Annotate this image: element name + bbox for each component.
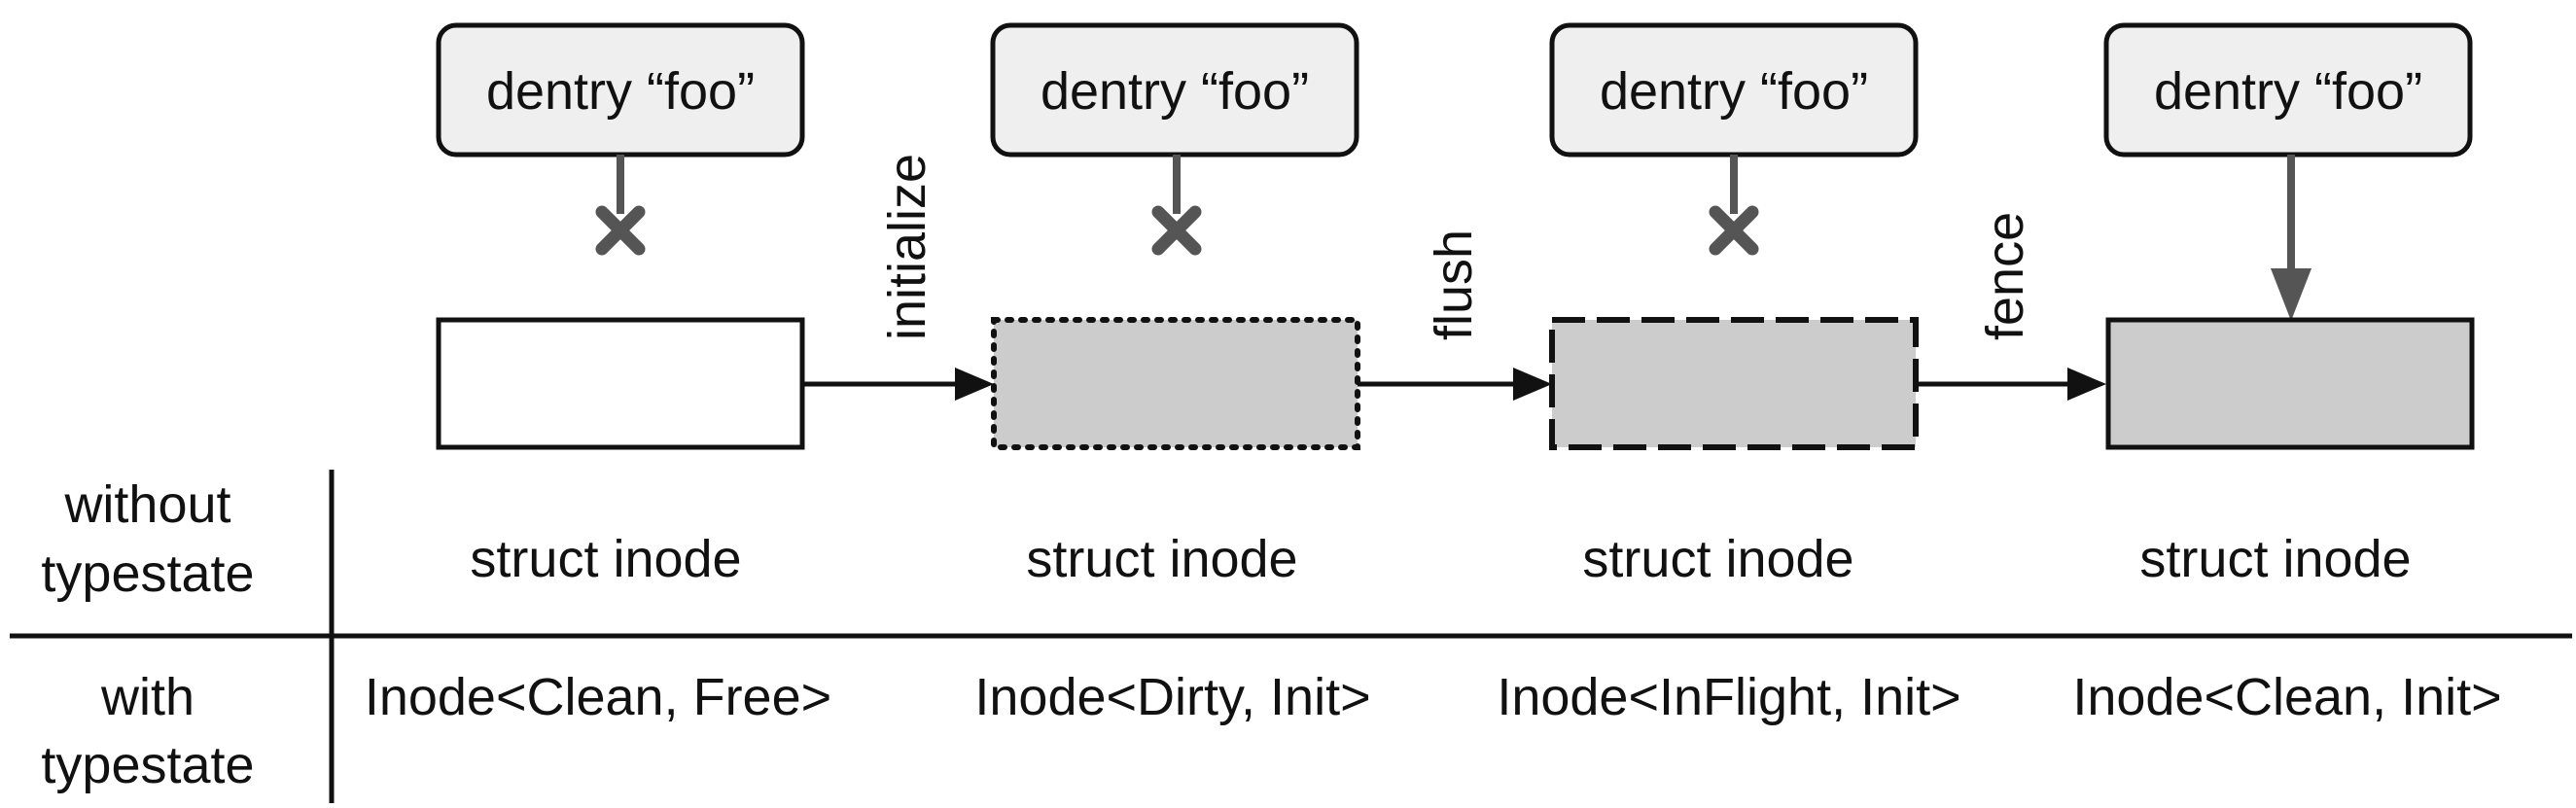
- stage-struct-label: struct inode: [1026, 530, 1297, 588]
- pointer-arrowhead-icon: [2271, 268, 2311, 321]
- transition-fence: fence: [1916, 212, 2106, 401]
- stage-typestate-label: Inode<Dirty, Init>: [974, 668, 1370, 726]
- stage-1: dentry “foo” struct inode Inode<Clean, F…: [365, 22, 831, 726]
- stage-typestate-label: Inode<Clean, Free>: [365, 668, 831, 726]
- row-label-with-line2: typestate: [41, 736, 254, 794]
- transition-label: flush: [1425, 229, 1483, 340]
- stage-struct-label: struct inode: [1582, 530, 1853, 588]
- transition-initialize: initialize: [802, 154, 994, 401]
- dentry-label: dentry “foo”: [2154, 62, 2422, 121]
- transition-label: initialize: [878, 154, 936, 340]
- blocked-cross-icon: [1151, 205, 1202, 256]
- transition-flush: flush: [1358, 229, 1552, 401]
- stage-typestate-label: Inode<Clean, Init>: [2072, 668, 2501, 726]
- row-label-with-typestate: with typestate: [41, 668, 254, 794]
- dentry-label: dentry “foo”: [486, 62, 755, 121]
- dentry-label: dentry “foo”: [1600, 62, 1868, 121]
- blocked-cross-icon: [595, 205, 646, 256]
- row-label-with-line1: with: [100, 668, 194, 726]
- stage-2: dentry “foo” struct inode Inode<Dirty, I…: [974, 22, 1371, 726]
- stage-typestate-label: Inode<InFlight, Init>: [1497, 668, 1960, 726]
- row-label-without-line2: typestate: [41, 545, 254, 603]
- blocked-cross-icon: [1709, 205, 1759, 256]
- arrowhead-icon: [2067, 368, 2106, 401]
- transition-label: fence: [1976, 212, 2034, 340]
- stage-struct-label: struct inode: [2139, 530, 2411, 588]
- stage-3: dentry “foo” struct inode Inode<InFlight…: [1497, 22, 1961, 726]
- row-label-without-line1: without: [63, 475, 230, 534]
- inode-box-clean-free: [436, 317, 805, 450]
- inode-box-clean-init: [2105, 317, 2475, 450]
- arrowhead-icon: [955, 368, 994, 401]
- dentry-label: dentry “foo”: [1041, 62, 1309, 121]
- inode-box-inflight-init: [1549, 317, 1919, 450]
- stage-4: dentry “foo” struct inode Inode<Clean, I…: [2072, 22, 2502, 726]
- stage-struct-label: struct inode: [470, 530, 741, 588]
- inode-box-dirty-init: [991, 317, 1360, 450]
- row-label-without-typestate: without typestate: [41, 475, 254, 603]
- arrowhead-icon: [1513, 368, 1552, 401]
